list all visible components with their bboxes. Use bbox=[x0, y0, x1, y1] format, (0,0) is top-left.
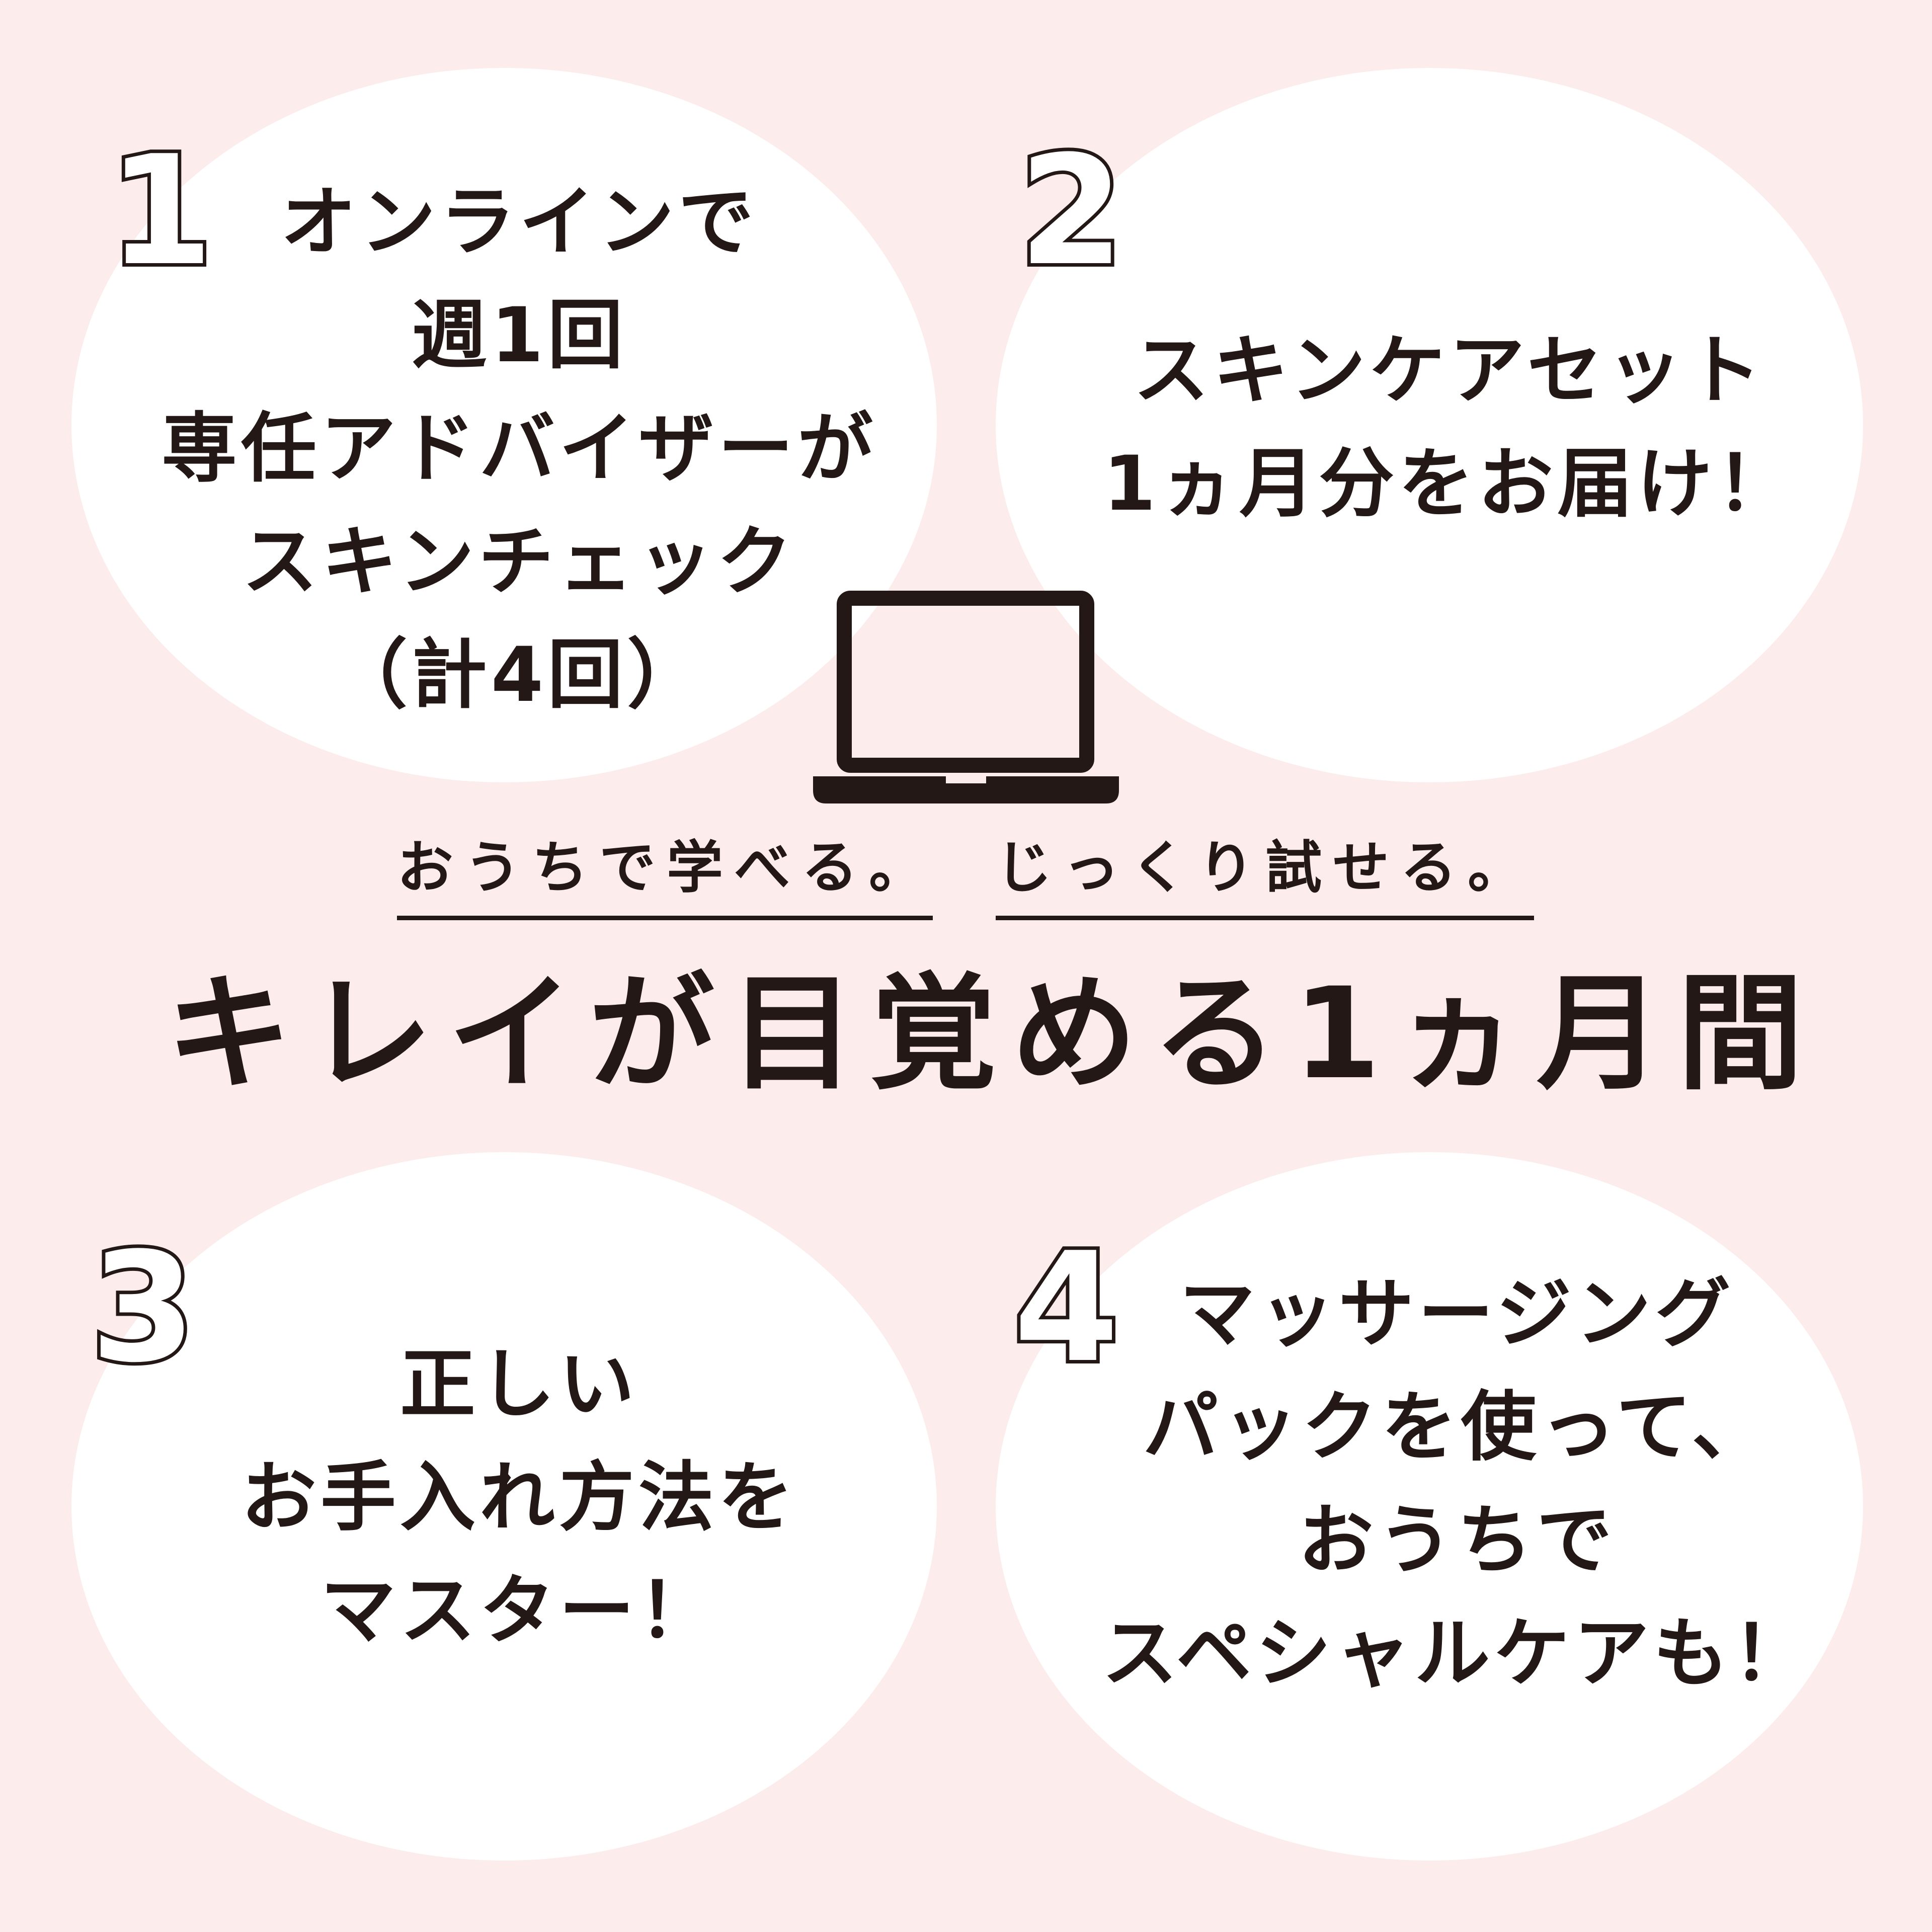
feature-4-line-2: パックを使って、 bbox=[1143, 1384, 1772, 1471]
feature-2-line-2: 1ヵ月分をお届け！ bbox=[1103, 440, 1796, 528]
feature-1-line-2: 週1回 bbox=[411, 292, 627, 379]
feature-text-3: 正しい お手入れ方法を マスター！ bbox=[71, 1328, 937, 1668]
feature-3-line-1: 正しい bbox=[399, 1341, 638, 1428]
feature-3-line-3: マスター！ bbox=[320, 1567, 718, 1655]
feature-text-4: マッサージング パックを使って、 おうちで スペシャルケアも！ bbox=[996, 1258, 1863, 1711]
feature-bubble-2 bbox=[996, 68, 1863, 782]
feature-1-line-4: スキンチェック bbox=[242, 518, 796, 606]
feature-2-line-1: スキンケアセット bbox=[1133, 327, 1766, 415]
feature-number-3: 3 bbox=[87, 1220, 199, 1396]
feature-4-line-4: スペシャルケアも！ bbox=[1102, 1610, 1812, 1698]
feature-1-line-1: オンラインで bbox=[280, 179, 758, 266]
feature-1-line-5: （計4回） bbox=[332, 631, 707, 719]
feature-bubble-1 bbox=[71, 68, 937, 782]
feature-4-line-3: おうちで bbox=[1298, 1497, 1616, 1584]
headline: キレイが目覚める1ヵ月間 bbox=[166, 960, 1818, 1107]
feature-bubble-4 bbox=[996, 1152, 1863, 1861]
laptop-icon bbox=[813, 591, 1119, 803]
feature-4-line-1: マッサージング bbox=[1179, 1270, 1735, 1358]
feature-1-line-3: 専任アドバイザーが bbox=[161, 405, 877, 493]
feature-number-1: 1 bbox=[105, 123, 217, 299]
feature-number-2: 2 bbox=[1015, 123, 1128, 299]
feature-number-4: 4 bbox=[1010, 1220, 1122, 1396]
feature-text-2: スキンケアセット 1ヵ月分をお届け！ bbox=[996, 314, 1863, 541]
feature-bubble-3 bbox=[71, 1152, 937, 1861]
tagline-try-thoroughly: じっくり試せる。 bbox=[996, 830, 1534, 920]
tagline-learn-at-home: おうちで学べる。 bbox=[397, 830, 933, 920]
feature-text-1: オンラインで 週1回 専任アドバイザーが スキンチェック （計4回） bbox=[71, 166, 937, 732]
feature-3-line-2: お手入れ方法を bbox=[240, 1454, 797, 1542]
